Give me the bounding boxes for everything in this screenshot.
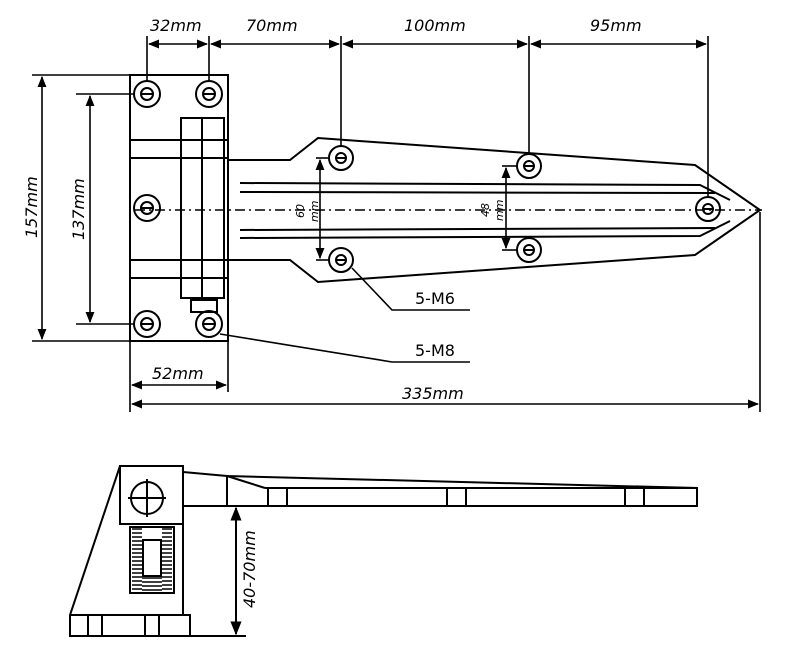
dim-40-70: 40-70mm: [240, 530, 259, 608]
hole-m8: [133, 310, 161, 338]
hole-m6: [516, 153, 542, 179]
side-view: [69, 465, 698, 637]
dimension-lines: [32, 36, 761, 412]
hole-m8: [133, 194, 161, 222]
dim-60-unit: mm: [308, 201, 321, 222]
dim-52: 52mm: [152, 364, 204, 383]
hole-m8: [195, 80, 223, 108]
m6-leader: [351, 267, 470, 311]
dim-60: 60: [294, 204, 307, 218]
dim-137: 137mm: [69, 178, 88, 240]
dimension-labels: 32mm 70mm 100mm 95mm 157mm 137mm 60 mm 4…: [22, 16, 642, 403]
mounting-holes: [133, 80, 721, 338]
dim-335: 335mm: [402, 384, 464, 403]
dim-95: 95mm: [590, 16, 642, 35]
dim-70: 70mm: [246, 16, 298, 35]
callout-m6: 5-M6: [415, 289, 455, 308]
base-plate: [129, 74, 229, 342]
dim-32: 32mm: [150, 16, 202, 35]
dim-100: 100mm: [404, 16, 466, 35]
strap-side: [182, 471, 698, 507]
bracket-head: [119, 465, 184, 525]
thread-hatch: [132, 528, 172, 591]
hole-m6: [328, 145, 354, 171]
callout-m8: 5-M8: [415, 341, 455, 360]
m8-leader: [219, 333, 470, 363]
dim-157: 157mm: [22, 176, 41, 238]
dim-48: 48: [479, 203, 492, 217]
threaded-adjuster: [129, 526, 175, 594]
hole-m8: [195, 310, 223, 338]
hole-m6: [328, 247, 354, 273]
hole-m6: [695, 196, 721, 222]
dim-48-unit: mm: [493, 200, 506, 221]
hole-m6: [516, 237, 542, 263]
hole-m8: [133, 80, 161, 108]
